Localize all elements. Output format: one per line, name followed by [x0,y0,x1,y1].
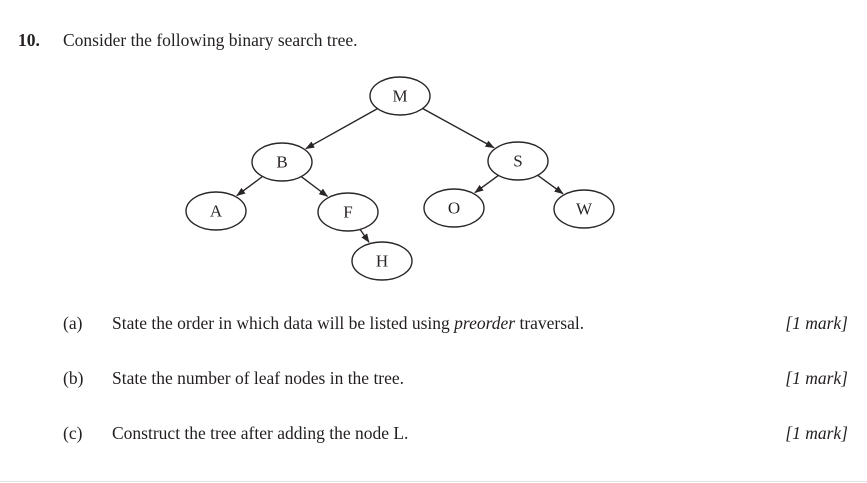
question-label-b: (b) [63,368,84,388]
tree-edge-B-A [236,175,263,197]
tree-node-ellipse-A [185,191,247,231]
tree-edge-F-H [359,229,370,243]
tree-node-O: O [423,188,485,228]
tree-edge-B-F [300,176,329,198]
tree-node-ellipse-W [553,189,615,229]
tree-node-label-O: O [448,199,460,218]
tree-node-ellipse-M [369,76,431,116]
tree-node-label-M: M [392,87,407,106]
marks-c: [1 mark] [785,423,848,443]
tree-node-W: W [553,189,615,229]
tree-node-H: H [351,241,413,281]
question-text-b: State the number of leaf nodes in the tr… [112,367,404,389]
tree-node-ellipse-O [423,188,485,228]
tree-node-ellipse-F [317,192,379,232]
question-text-a: State the order in which data will be li… [112,312,584,334]
tree-node-label-H: H [376,252,388,271]
tree-node-label-F: F [343,203,352,222]
marks-b: [1 mark] [785,368,848,388]
tree-node-ellipse-H [351,241,413,281]
question-row-b: (b) State the number of leaf nodes in th… [0,367,867,389]
tree-edge-S-W [537,174,564,195]
tree-node-A: A [185,191,247,231]
tree-node-label-A: A [210,202,223,221]
tree-node-label-S: S [513,152,522,171]
question-number: 10. [18,30,40,50]
question-text-b-plain: State the number of leaf nodes in the tr… [112,368,405,388]
question-row-c: (c) Construct the tree after adding the … [0,422,867,444]
question-row-a: (a) State the order in which data will b… [0,312,867,334]
question-text-a-tail: traversal. [515,313,585,333]
tree-edge-M-B [305,107,378,150]
question-text-a-plain: State the order in which data will be li… [112,313,455,333]
tree-node-ellipse-B [251,142,313,182]
page-bottom-rule [0,481,867,482]
tree-node-ellipse-S [487,141,549,181]
tree-node-label-W: W [576,200,593,219]
tree-node-label-B: B [276,153,287,172]
question-title: Consider the following binary search tre… [63,30,358,50]
question-header: 10. Consider the following binary search… [0,29,867,51]
tree-node-F: F [317,192,379,232]
question-text-c-plain: Construct the tree after adding the node… [112,423,409,443]
tree-node-M: M [369,76,431,116]
tree-edge-S-O [474,174,499,194]
marks-a: [1 mark] [785,313,848,333]
tree-node-S: S [487,141,549,181]
question-label-a: (a) [63,313,83,333]
question-text-a-italic: preorder [454,313,516,333]
question-text-c: Construct the tree after adding the node… [112,422,408,444]
question-label-c: (c) [63,423,83,443]
tree-edge-M-S [422,107,495,149]
tree-node-B: B [251,142,313,182]
